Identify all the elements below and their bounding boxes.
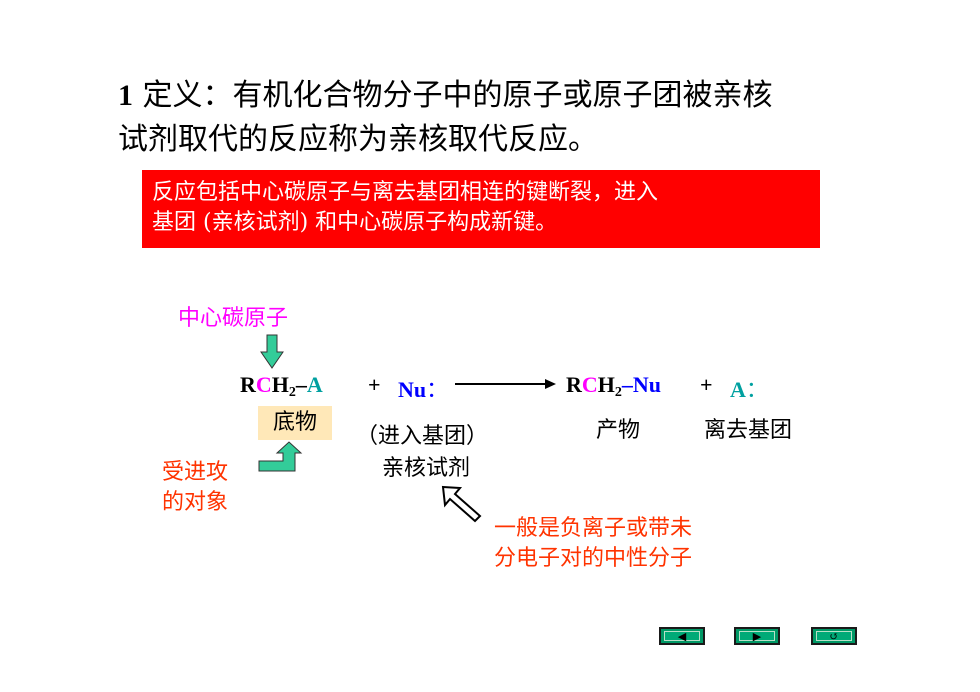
prev-icon: ◀	[664, 631, 700, 642]
plus-2: +	[700, 372, 713, 397]
substrate-a: A	[306, 372, 323, 397]
nucleophile-note-line1: 一般是负离子或带未	[494, 516, 693, 541]
page-title: 1 定义：有机化合物分子中的原子或原子团被亲核 试剂取代的反应称为亲核取代反应。	[118, 74, 858, 162]
back-icon: ↺	[816, 631, 852, 642]
title-line2: 试剂取代的反应称为亲核取代反应。	[118, 122, 598, 157]
product-nu: –Nu	[621, 372, 662, 397]
nucleophile-label: 亲核试剂	[382, 456, 471, 481]
attacked-object-line1: 受进攻	[162, 460, 229, 485]
bent-arrow-icon	[258, 441, 303, 472]
next-icon: ▶	[739, 631, 775, 642]
substrate-label: 底物	[258, 406, 332, 440]
substrate-2: 2	[288, 385, 296, 400]
center-carbon-label: 中心碳原子	[178, 306, 289, 331]
substrate-h: H	[271, 372, 289, 397]
next-button[interactable]: ▶	[734, 627, 780, 645]
plus-1: +	[368, 372, 381, 397]
back-button[interactable]: ↺	[811, 627, 857, 645]
product-r: R	[566, 372, 582, 397]
substrate-c: C	[255, 372, 272, 397]
prev-button[interactable]: ◀	[659, 627, 705, 645]
note-line2: 基团 (亲核试剂) 和中心碳原子构成新键。	[152, 210, 558, 235]
leaving-a: A	[730, 377, 746, 402]
entering-group-label: （进入基团）	[356, 424, 489, 449]
substrate-r: R	[240, 372, 256, 397]
reaction-arrow-icon	[455, 379, 556, 389]
note-box: 反应包括中心碳原子与离去基团相连的键断裂，进入 基团 (亲核试剂) 和中心碳原子…	[142, 170, 820, 248]
leaving-group-formula: A：	[730, 372, 768, 404]
product-c: C	[581, 372, 598, 397]
product-h: H	[597, 372, 615, 397]
down-arrow-icon	[260, 334, 284, 369]
title-line1: 定义：有机化合物分子中的原子或原子团被亲核	[133, 78, 773, 113]
product-2: 2	[614, 385, 622, 400]
substrate-formula: RCH2–A	[240, 372, 323, 401]
nu-colon: ：	[426, 377, 449, 402]
nu-text: Nu	[398, 377, 427, 402]
nucleophile-note-line2: 分电子对的中性分子	[494, 546, 693, 571]
product-formula: RCH2–Nu	[566, 372, 661, 401]
substrate-dash: –	[295, 372, 307, 397]
leaving-group-label: 离去基团	[704, 418, 793, 443]
attacked-object-line2: 的对象	[162, 490, 229, 515]
nucleophile-formula: Nu：	[398, 372, 448, 404]
leaving-colon: ：	[745, 377, 768, 402]
note-line1: 反应包括中心碳原子与离去基团相连的键断裂，进入	[152, 180, 659, 205]
title-number: 1	[118, 79, 133, 112]
product-label: 产物	[596, 418, 641, 443]
diagonal-arrow-icon	[441, 485, 482, 523]
